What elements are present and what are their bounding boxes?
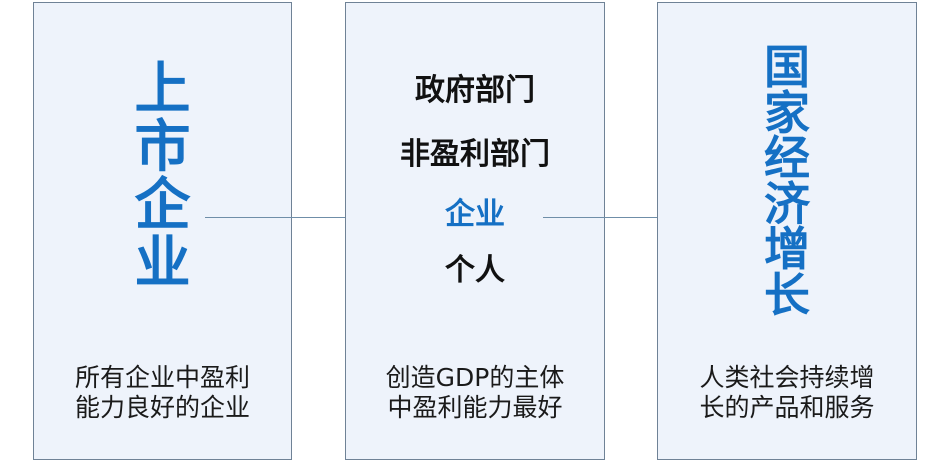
sector-list: 政府部门 非盈利部门 企业 个人 bbox=[346, 65, 604, 309]
gdp-sectors-description: 创造GDP的主体 中盈利能力最好 bbox=[385, 363, 565, 422]
sector-nonprofit: 非盈利部门 bbox=[400, 137, 550, 172]
economic-growth-title: 国 家 经 济 增 长 bbox=[764, 40, 810, 322]
gdp-sectors-panel: 政府部门 非盈利部门 企业 个人 创造GDP的主体 中盈利能力最好 bbox=[345, 2, 605, 460]
listed-companies-description: 所有企业中盈利 能力良好的企业 bbox=[74, 363, 250, 422]
arrow-right-icon bbox=[205, 217, 410, 218]
listed-companies-panel: 上 市 企 业 所有企业中盈利 能力良好的企业 bbox=[33, 2, 292, 460]
economic-growth-description: 人类社会持续增 长的产品和服务 bbox=[699, 363, 875, 422]
sector-government: 政府部门 bbox=[415, 73, 535, 108]
economic-growth-panel: 国 家 经 济 增 长 人类社会持续增 长的产品和服务 bbox=[657, 2, 917, 460]
sector-individual: 个人 bbox=[445, 253, 505, 288]
arrow-right-icon bbox=[543, 217, 748, 218]
sector-enterprise: 企业 bbox=[445, 197, 505, 232]
listed-companies-title: 上 市 企 业 bbox=[134, 57, 191, 296]
